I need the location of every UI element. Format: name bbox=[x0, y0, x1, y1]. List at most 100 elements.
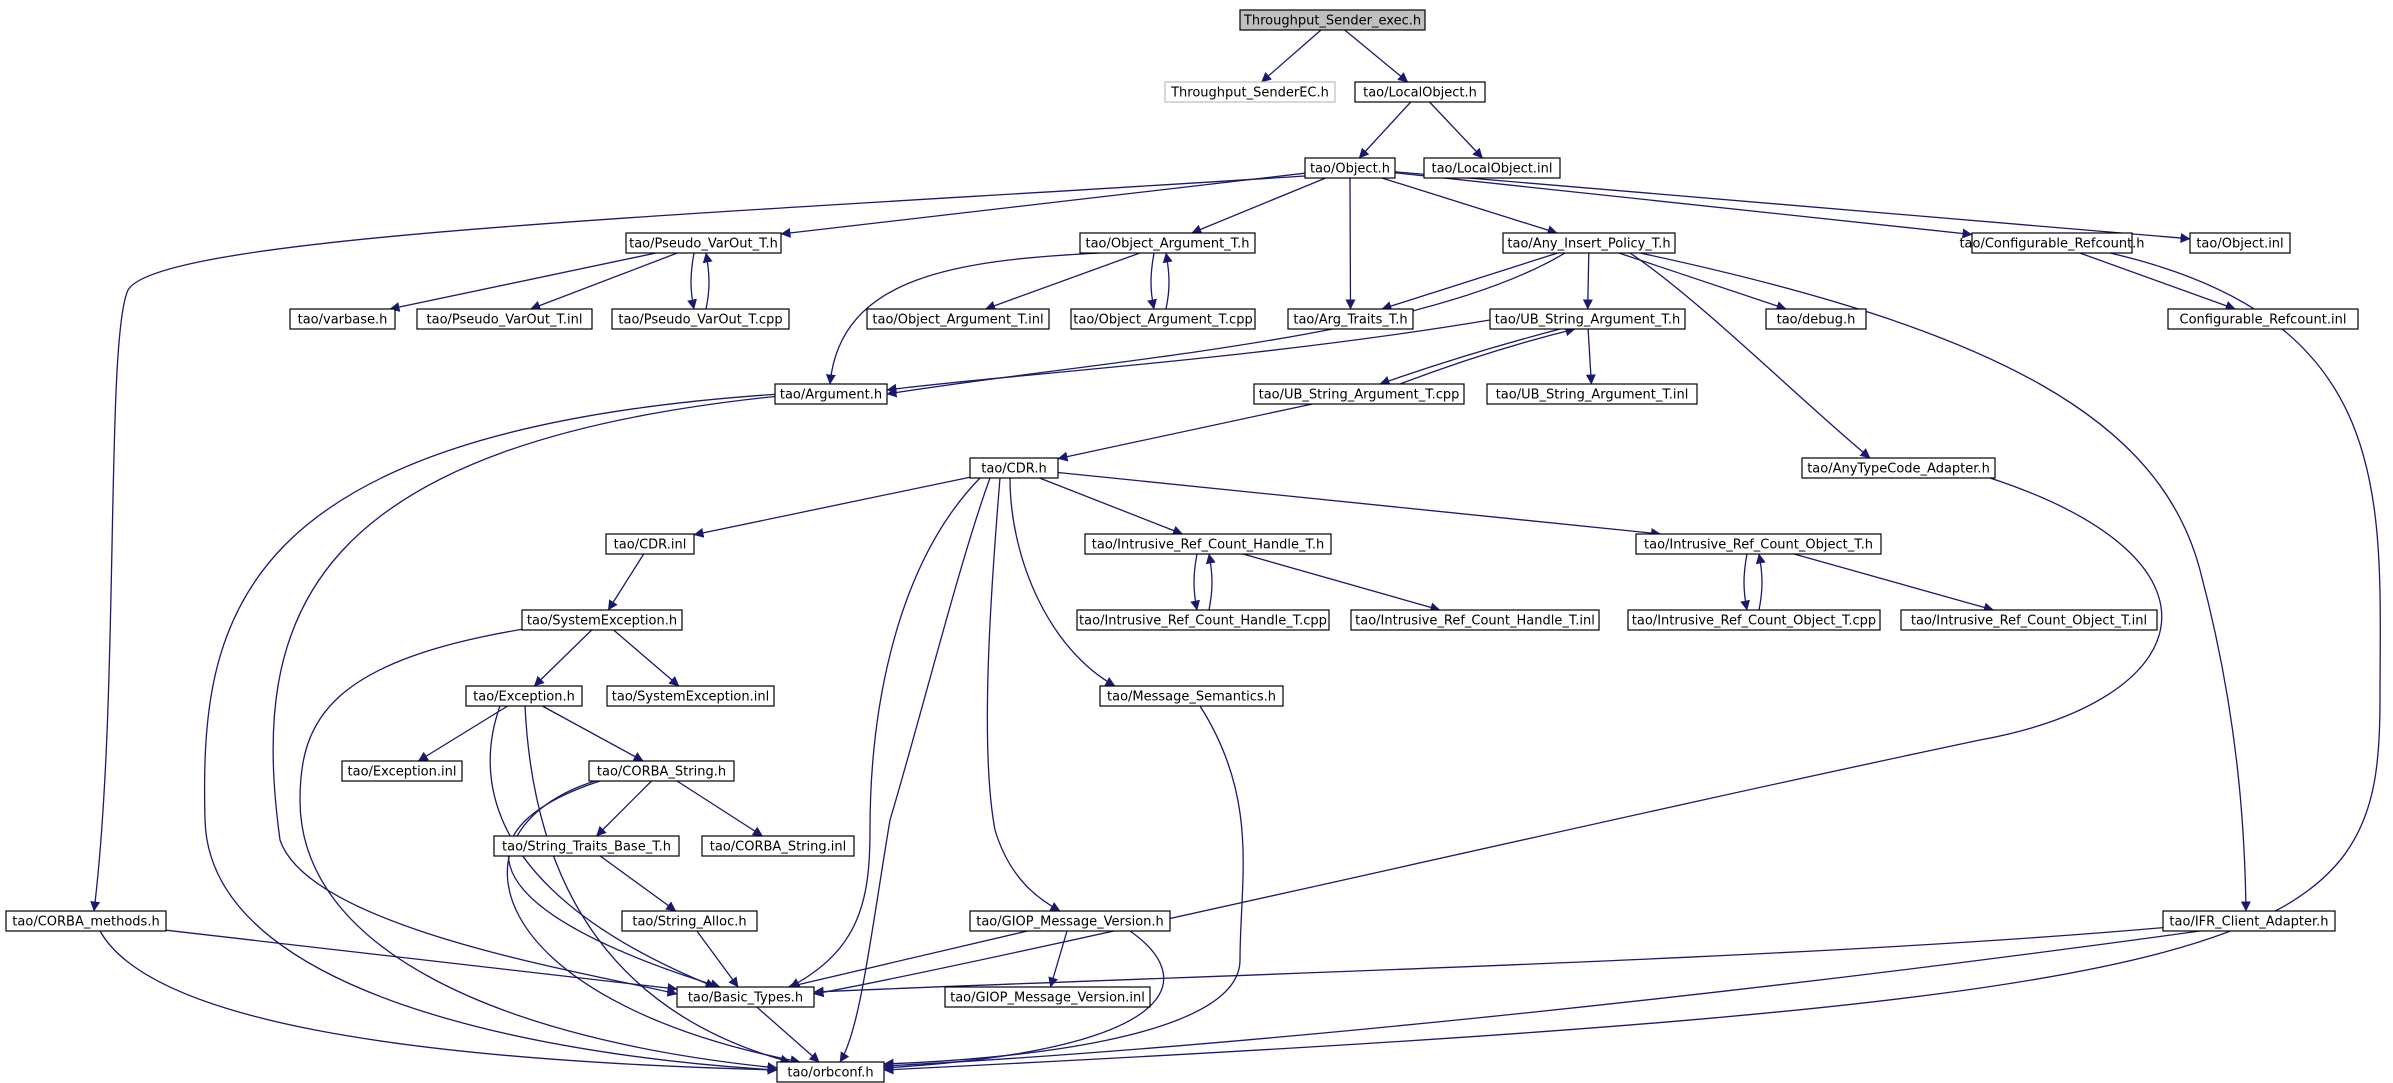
node-box bbox=[1304, 157, 1396, 179]
edge-cdr-to-basic-types bbox=[789, 477, 981, 988]
edge-exception-to-orbconf bbox=[524, 705, 791, 1065]
node-cdr: tao/CDR.h bbox=[969, 457, 1059, 479]
node-label: tao/Object_Argument_T.cpp bbox=[1073, 313, 1252, 328]
node-pseudo-varout-cpp: tao/Pseudo_VarOut_T.cpp bbox=[611, 308, 790, 330]
node-box bbox=[1287, 308, 1414, 330]
node-box bbox=[1239, 9, 1426, 31]
edge-pseudo-varout-to-pseudo-varout-cpp bbox=[687, 252, 697, 310]
node-localobject: tao/LocalObject.h bbox=[1354, 81, 1486, 103]
node-box bbox=[2189, 232, 2291, 254]
node-basic-types: tao/Basic_Types.h bbox=[676, 986, 815, 1008]
node-label: tao/Intrusive_Ref_Count_Handle_T.cpp bbox=[1079, 614, 1327, 629]
edge-root-to-senderec bbox=[1261, 29, 1322, 83]
edge-root-to-localobject bbox=[1344, 29, 1409, 83]
node-giop-version: tao/GIOP_Message_Version.h bbox=[969, 910, 1171, 932]
node-box bbox=[611, 308, 790, 330]
node-box bbox=[676, 986, 815, 1008]
edge-cdr-inl-to-sysexc bbox=[607, 553, 645, 611]
node-box bbox=[289, 308, 396, 330]
node-conf-refcount-inl: Configurable_Refcount.inl bbox=[2167, 308, 2359, 330]
node-irco-cpp: tao/Intrusive_Ref_Count_Object_T.cpp bbox=[1627, 609, 1881, 631]
node-label: tao/Message_Semantics.h bbox=[1107, 690, 1276, 705]
edge-ub-string-cpp-to-cdr bbox=[1057, 403, 1313, 462]
edge-argument-to-basic-types bbox=[272, 393, 801, 997]
node-box bbox=[1070, 308, 1256, 330]
node-label: tao/LocalObject.h bbox=[1363, 86, 1477, 101]
node-conf-refcount: tao/Configurable_Refcount.h bbox=[1959, 232, 2145, 254]
node-sysexc-inl: tao/SystemException.inl bbox=[606, 685, 775, 707]
node-label: tao/Pseudo_VarOut_T.cpp bbox=[618, 313, 782, 328]
edge-object-argument-to-object-argument-inl bbox=[985, 252, 1141, 311]
node-corba-methods: tao/CORBA_methods.h bbox=[5, 910, 167, 932]
nodes: Throughput_Sender_exec.hThroughput_Sende… bbox=[5, 9, 2359, 1083]
node-label: tao/UB_String_Argument_T.inl bbox=[1496, 388, 1689, 403]
node-label: tao/CDR.inl bbox=[614, 538, 687, 553]
node-label: tao/Arg_Traits_T.h bbox=[1293, 313, 1407, 328]
node-box bbox=[606, 685, 775, 707]
edge-object-to-object-argument bbox=[1191, 177, 1326, 235]
node-box bbox=[1900, 609, 2158, 631]
node-box bbox=[625, 232, 782, 254]
node-label: tao/Configurable_Refcount.h bbox=[1959, 237, 2144, 252]
node-label: tao/Object_Argument_T.h bbox=[1085, 237, 1249, 252]
node-pseudo-varout-inl: tao/Pseudo_VarOut_T.inl bbox=[416, 308, 593, 330]
node-box bbox=[1253, 383, 1465, 405]
node-label: tao/AnyTypeCode_Adapter.h bbox=[1807, 462, 1990, 477]
node-label: tao/UB_String_Argument_T.cpp bbox=[1259, 388, 1460, 403]
edge-object-to-arg-traits bbox=[1345, 177, 1356, 310]
node-label: tao/CORBA_String.h bbox=[597, 765, 726, 780]
edge-object-to-corba-methods bbox=[90, 175, 1306, 912]
node-box bbox=[1099, 685, 1284, 707]
edge-irco-to-irco-inl bbox=[1793, 553, 1994, 613]
edge-corba-methods-to-basic-types bbox=[165, 929, 678, 993]
node-label: tao/Exception.inl bbox=[348, 765, 457, 780]
node-irco: tao/Intrusive_Ref_Count_Object_T.h bbox=[1635, 533, 1882, 555]
edge-any-insert-to-anytypecode bbox=[1629, 252, 1871, 459]
edge-cdr-to-irch bbox=[1039, 477, 1183, 536]
node-label: tao/Basic_Types.h bbox=[688, 991, 803, 1006]
node-senderec: Throughput_SenderEC.h bbox=[1164, 81, 1336, 103]
edge-argument-to-orbconf bbox=[203, 393, 781, 1075]
edge-ifr-client-to-orbconf bbox=[883, 930, 2201, 1071]
edge-cdr-to-msg-semantics bbox=[1009, 477, 1116, 687]
node-box bbox=[621, 910, 758, 932]
edge-object-argument-to-object-argument-cpp bbox=[1147, 252, 1157, 310]
edge-irch-to-irch-cpp bbox=[1190, 553, 1201, 611]
node-label: tao/Pseudo_VarOut_T.inl bbox=[427, 313, 583, 328]
node-label: tao/Exception.h bbox=[473, 690, 575, 705]
node-label: tao/Intrusive_Ref_Count_Object_T.cpp bbox=[1632, 614, 1876, 629]
node-pseudo-varout: tao/Pseudo_VarOut_T.h bbox=[625, 232, 782, 254]
edge-any-insert-to-arg-traits bbox=[1381, 252, 1558, 311]
edge-ifr-client-to-basic-types bbox=[813, 926, 2171, 997]
node-box bbox=[1164, 81, 1336, 103]
edge-corba-methods-to-orbconf bbox=[99, 930, 778, 1075]
edge-sysexc-to-orbconf bbox=[299, 627, 778, 1073]
edge-irco-cpp-to-irco bbox=[1755, 553, 1766, 611]
node-label: tao/Intrusive_Ref_Count_Handle_T.inl bbox=[1355, 614, 1595, 629]
node-box bbox=[969, 910, 1171, 932]
node-label: tao/Object.h bbox=[1310, 162, 1390, 177]
edge-irco-to-irco-cpp bbox=[1740, 553, 1751, 611]
node-box bbox=[588, 760, 735, 782]
edge-sysexc-to-exception bbox=[533, 629, 593, 687]
edge-localobject-to-object bbox=[1358, 101, 1412, 159]
node-label: tao/CDR.h bbox=[981, 462, 1046, 477]
node-any-insert: tao/Any_Insert_Policy_T.h bbox=[1502, 232, 1676, 254]
node-ub-string: tao/UB_String_Argument_T.h bbox=[1489, 308, 1686, 330]
edge-any-insert-to-ifr-client bbox=[1639, 252, 2251, 912]
edge-irch-cpp-to-irch bbox=[1205, 553, 1216, 611]
edge-pseudo-varout-to-varbase bbox=[389, 252, 657, 312]
edge-corba-string-to-corba-string-inl bbox=[676, 780, 763, 837]
node-debug: tao/debug.h bbox=[1765, 308, 1867, 330]
edge-giop-version-to-basic-types bbox=[787, 930, 1028, 990]
edge-object-to-object-inl bbox=[1394, 171, 2191, 243]
edge-msg-semantics-to-orbconf bbox=[883, 705, 1244, 1069]
node-label: tao/IFR_Client_Adapter.h bbox=[2169, 915, 2328, 930]
node-box bbox=[969, 457, 1059, 479]
node-cdr-inl: tao/CDR.inl bbox=[605, 533, 695, 555]
node-label: tao/Intrusive_Ref_Count_Handle_T.h bbox=[1092, 538, 1324, 553]
node-box bbox=[1801, 457, 1996, 479]
edge-giop-version-to-orbconf bbox=[883, 930, 1165, 1073]
node-box bbox=[1635, 533, 1882, 555]
